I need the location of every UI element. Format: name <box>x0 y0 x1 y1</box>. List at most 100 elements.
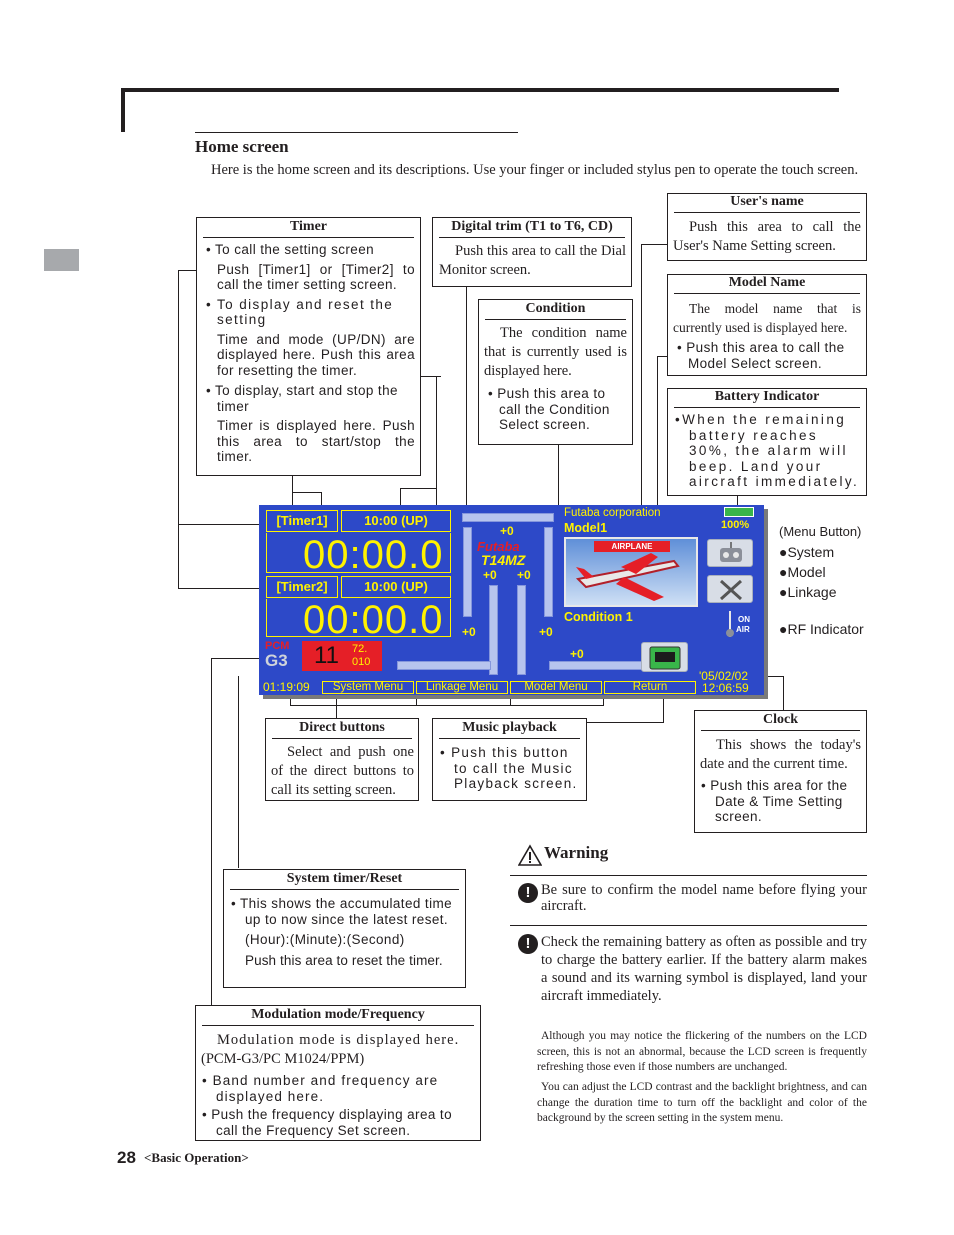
modulation-bullet-2: • Push the frequency displaying area to … <box>202 1107 452 1138</box>
timer1-label[interactable]: [Timer1] <box>266 510 338 532</box>
lcd-time[interactable]: 12:06:59 <box>702 681 749 695</box>
modulation-bottom: G3 <box>265 651 288 670</box>
modulation-top: PCM <box>265 640 290 652</box>
clock-title: Clock <box>701 711 860 731</box>
users-name-text: Push this area to call the User's Name S… <box>673 219 861 254</box>
battery-icon <box>724 507 754 517</box>
menu-label-system: ●System <box>779 544 835 560</box>
modulation-bullet-1: • Band number and frequency are displaye… <box>202 1073 439 1104</box>
transmitter-icon <box>720 542 742 562</box>
return-button[interactable]: Return <box>604 681 696 694</box>
band-number: 11 <box>314 642 339 669</box>
section-rule <box>195 132 518 133</box>
frequency-bottom: 010 <box>352 656 371 668</box>
timer2-display-frame <box>266 599 451 637</box>
system-timer[interactable]: 01:19:09 <box>263 680 310 694</box>
system-timer-bullet: • This shows the accumulated time up to … <box>231 896 453 927</box>
digital-trim-callout: Digital trim (T1 to T6, CD) Push this ar… <box>432 217 632 287</box>
trim-value-4: +0 <box>462 625 476 639</box>
airplane-icon <box>575 553 680 601</box>
note-lcd-settings: You can adjust the LCD contrast and the … <box>537 1081 867 1124</box>
side-tab <box>44 249 79 271</box>
warning-item-1: ! Be sure to confirm the model name befo… <box>518 882 867 914</box>
header-rule <box>121 88 839 92</box>
warning-text-2: Check the remaining battery as often as … <box>541 934 867 1004</box>
tools-icon <box>719 579 743 601</box>
lcd-model-name[interactable]: Model1 <box>564 521 608 535</box>
timer1-mode[interactable]: 10:00 (UP) <box>341 510 451 532</box>
frequency-display[interactable]: 11 72. 010 <box>302 641 382 671</box>
music-player-icon <box>649 646 681 670</box>
model-name-bullet: • Push this area to call the Model Selec… <box>677 340 845 371</box>
timer-callout: Timer • To call the setting screen Push … <box>196 217 421 476</box>
warning-title: Warning <box>544 843 609 862</box>
model-image: AIRPLANE <box>564 537 698 607</box>
modulation-text: Modulation mode is displayed here. <box>217 1032 460 1048</box>
digital-trim-text: Push this area to call the Dial Monitor … <box>439 243 626 278</box>
music-playback-callout: Music playback • Push this button to cal… <box>432 718 587 801</box>
trim-value-5: +0 <box>539 625 553 639</box>
antenna-icon <box>726 611 734 637</box>
condition-text: The condition name that is currently use… <box>484 325 627 379</box>
model-image-label: AIRPLANE <box>594 541 670 552</box>
condition-callout: Condition The condition name that is cur… <box>478 299 633 445</box>
model-name-callout: Model Name The model name that is curren… <box>667 274 867 376</box>
trim-value-6: +0 <box>570 647 584 661</box>
menu-label-model: ●Model <box>779 564 826 580</box>
battery-title: Battery Indicator <box>674 389 860 408</box>
system-menu-direct-button[interactable]: System Menu <box>322 681 414 694</box>
warning-triangle-icon <box>518 844 542 866</box>
brand-logo: Futaba <box>477 539 520 554</box>
menu-button-header: (Menu Button) <box>779 524 862 539</box>
condition-title: Condition <box>485 300 626 320</box>
timer2-label[interactable]: [Timer2] <box>266 576 338 598</box>
header-bracket <box>121 88 125 132</box>
exclamation-icon: ! <box>518 883 538 903</box>
intro-text: Here is the home screen and its descript… <box>211 162 859 178</box>
system-timer-title: System timer/Reset <box>230 870 459 890</box>
timer-bullet-2-detail: Time and mode (UP/DN) are displayed here… <box>217 331 415 378</box>
timer1-value[interactable]: 00:00.0 <box>303 533 444 577</box>
system-timer-callout: System timer/Reset • This shows the accu… <box>223 869 466 988</box>
lcd-condition[interactable]: Condition 1 <box>564 610 633 624</box>
system-menu-button[interactable] <box>707 539 753 567</box>
music-playback-title: Music playback <box>439 719 580 739</box>
exclamation-icon: ! <box>518 934 538 954</box>
rf-indicator: ON AIR <box>722 609 754 639</box>
note-flicker: Although you may notice the flickering o… <box>537 1030 867 1073</box>
music-playback-button[interactable] <box>641 642 688 672</box>
linkage-menu-button[interactable] <box>707 575 753 603</box>
rf-on: ON <box>738 615 750 624</box>
warning-text-1: Be sure to confirm the model name before… <box>541 882 867 914</box>
condition-bullet: • Push this area to call the Condition S… <box>488 386 610 432</box>
page-number: 28 <box>117 1148 136 1167</box>
timer-callout-title: Timer <box>203 218 414 238</box>
linkage-menu-direct-button[interactable]: Linkage Menu <box>416 681 508 694</box>
warning-item-2: ! Check the remaining battery as often a… <box>518 933 867 1005</box>
menu-label-rf: ●RF Indicator <box>779 621 864 637</box>
users-name-callout: User's name Push this area to call the U… <box>667 193 867 261</box>
modulation-modes: (PCM-G3/PC M1024/PPM) <box>201 1051 365 1067</box>
timer1-display-frame <box>266 533 451 573</box>
trim-value-1: +0 <box>500 524 514 538</box>
music-playback-bullet: • Push this button to call the Music Pla… <box>440 745 578 791</box>
lcd-date[interactable]: '05/02/02 <box>699 669 749 683</box>
timer2-value[interactable]: 00:00.0 <box>303 598 444 642</box>
battery-percent: 100% <box>721 519 750 531</box>
modulation-callout: Modulation mode/Frequency Modulation mod… <box>195 1005 481 1141</box>
timer2-mode[interactable]: 10:00 (UP) <box>341 576 451 598</box>
battery-callout: Battery Indicator •When the remaining ba… <box>667 388 867 496</box>
warning-rule-1 <box>510 875 867 876</box>
clock-callout: Clock This shows the today's date and th… <box>694 710 867 833</box>
timer-bullet-1-detail: Push [Timer1] or [Timer2] to call the ti… <box>217 261 415 293</box>
modulation-display[interactable]: PCM G3 <box>265 641 297 671</box>
section-title: Home screen <box>195 137 289 156</box>
model-menu-direct-button[interactable]: Model Menu <box>510 681 602 694</box>
clock-text: This shows the today's date and the curr… <box>700 737 861 772</box>
system-timer-format: (Hour):(Minute):(Second) <box>245 932 405 947</box>
timer-bullet-3-detail: Timer is displayed here. Push this area … <box>217 418 415 464</box>
trim-value-2: +0 <box>483 568 497 582</box>
users-name-title: User's name <box>674 194 860 213</box>
direct-buttons-text: Select and push one of the direct button… <box>271 744 414 798</box>
lcd-user-name[interactable]: Futaba corporation <box>564 507 661 519</box>
